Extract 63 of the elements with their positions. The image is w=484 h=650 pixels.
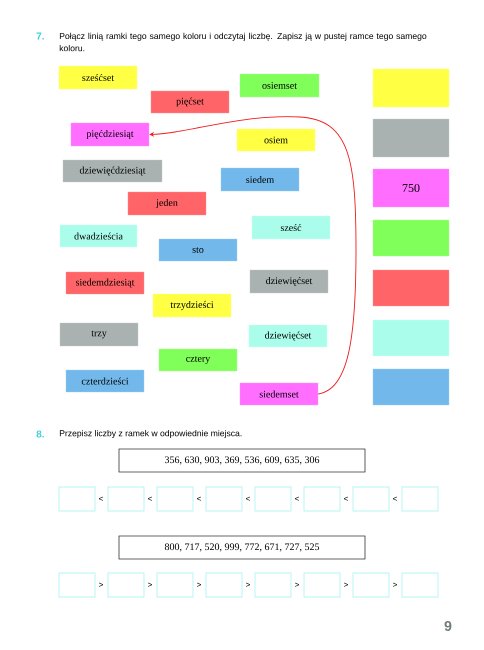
number-box: 356, 630, 903, 369, 536, 609, 635, 306: [118, 448, 366, 472]
less-than-sign: <: [99, 496, 103, 501]
less-than-sign: <: [344, 496, 348, 501]
number-box: 800, 717, 520, 999, 772, 671, 727, 525: [118, 536, 366, 560]
less-than-sign: <: [393, 496, 397, 501]
answer-box: [254, 572, 292, 598]
answer-box: [372, 368, 450, 406]
word-box: dwadzieścia: [60, 224, 138, 248]
answer-box: [352, 486, 390, 512]
word-box: czterdzieści: [66, 370, 144, 392]
answer-box: [402, 486, 438, 512]
instruction: Przepisz liczby z ramek w odpowiednie miejsca.: [60, 430, 242, 438]
word-box: sześć: [252, 216, 330, 240]
answer-box: [372, 320, 450, 356]
word-box: dziewięćset: [248, 324, 328, 348]
word-box: trzydzieści: [152, 294, 232, 318]
word-box: pięćdziesiąt: [70, 122, 150, 146]
page-number: 9: [444, 621, 452, 631]
answer-box: [206, 486, 242, 512]
word-box: siedemdziesiąt: [66, 272, 144, 294]
less-than-sign: <: [246, 496, 250, 501]
less-than-sign: <: [148, 496, 152, 501]
word-box: siedem: [220, 168, 300, 192]
word-box: sto: [158, 238, 238, 262]
greater-than-sign: >: [99, 582, 103, 587]
exercise-number: 7.: [36, 32, 44, 40]
answer-box: [372, 118, 450, 158]
word-box: sześćset: [58, 66, 138, 90]
answer-box: [372, 68, 450, 108]
answer-box: [352, 572, 390, 598]
word-box: osiem: [236, 128, 316, 152]
answer-box: [372, 220, 450, 256]
greater-than-sign: >: [344, 582, 348, 587]
answer-box: [402, 572, 438, 598]
word-box: siedemset: [240, 382, 318, 406]
greater-than-sign: >: [148, 582, 152, 587]
answer-box: [108, 572, 144, 598]
word-box: pięćset: [150, 90, 230, 114]
word-box: dziewięćdziesiąt: [62, 160, 162, 182]
word-box: jeden: [128, 192, 206, 216]
answer-box: [156, 572, 194, 598]
word-box: cztery: [158, 348, 238, 372]
exercise-number: 8.: [36, 430, 44, 438]
answer-box: [58, 572, 96, 598]
word-box: osiemset: [240, 74, 320, 98]
answer-box: [156, 486, 194, 512]
answer-box: [206, 572, 242, 598]
word-box: trzy: [60, 322, 138, 346]
word-box: dziewięćset: [250, 270, 328, 294]
less-than-sign: <: [197, 496, 201, 501]
answer-box: [58, 486, 96, 512]
greater-than-sign: >: [197, 582, 201, 587]
greater-than-sign: >: [393, 582, 397, 587]
greater-than-sign: >: [295, 582, 299, 587]
answer-box: [108, 486, 144, 512]
instruction: Połącz linią ramki tego samego koloru i odczytaj liczbę. Zapisz ją w pustej ramce tego samego koloru.: [60, 32, 426, 52]
answer-box: [372, 270, 450, 306]
answer-box: [304, 486, 340, 512]
greater-than-sign: >: [246, 582, 250, 587]
number-box: 750: [372, 168, 450, 208]
answer-box: [304, 572, 340, 598]
less-than-sign: <: [295, 496, 299, 501]
answer-box: [254, 486, 292, 512]
